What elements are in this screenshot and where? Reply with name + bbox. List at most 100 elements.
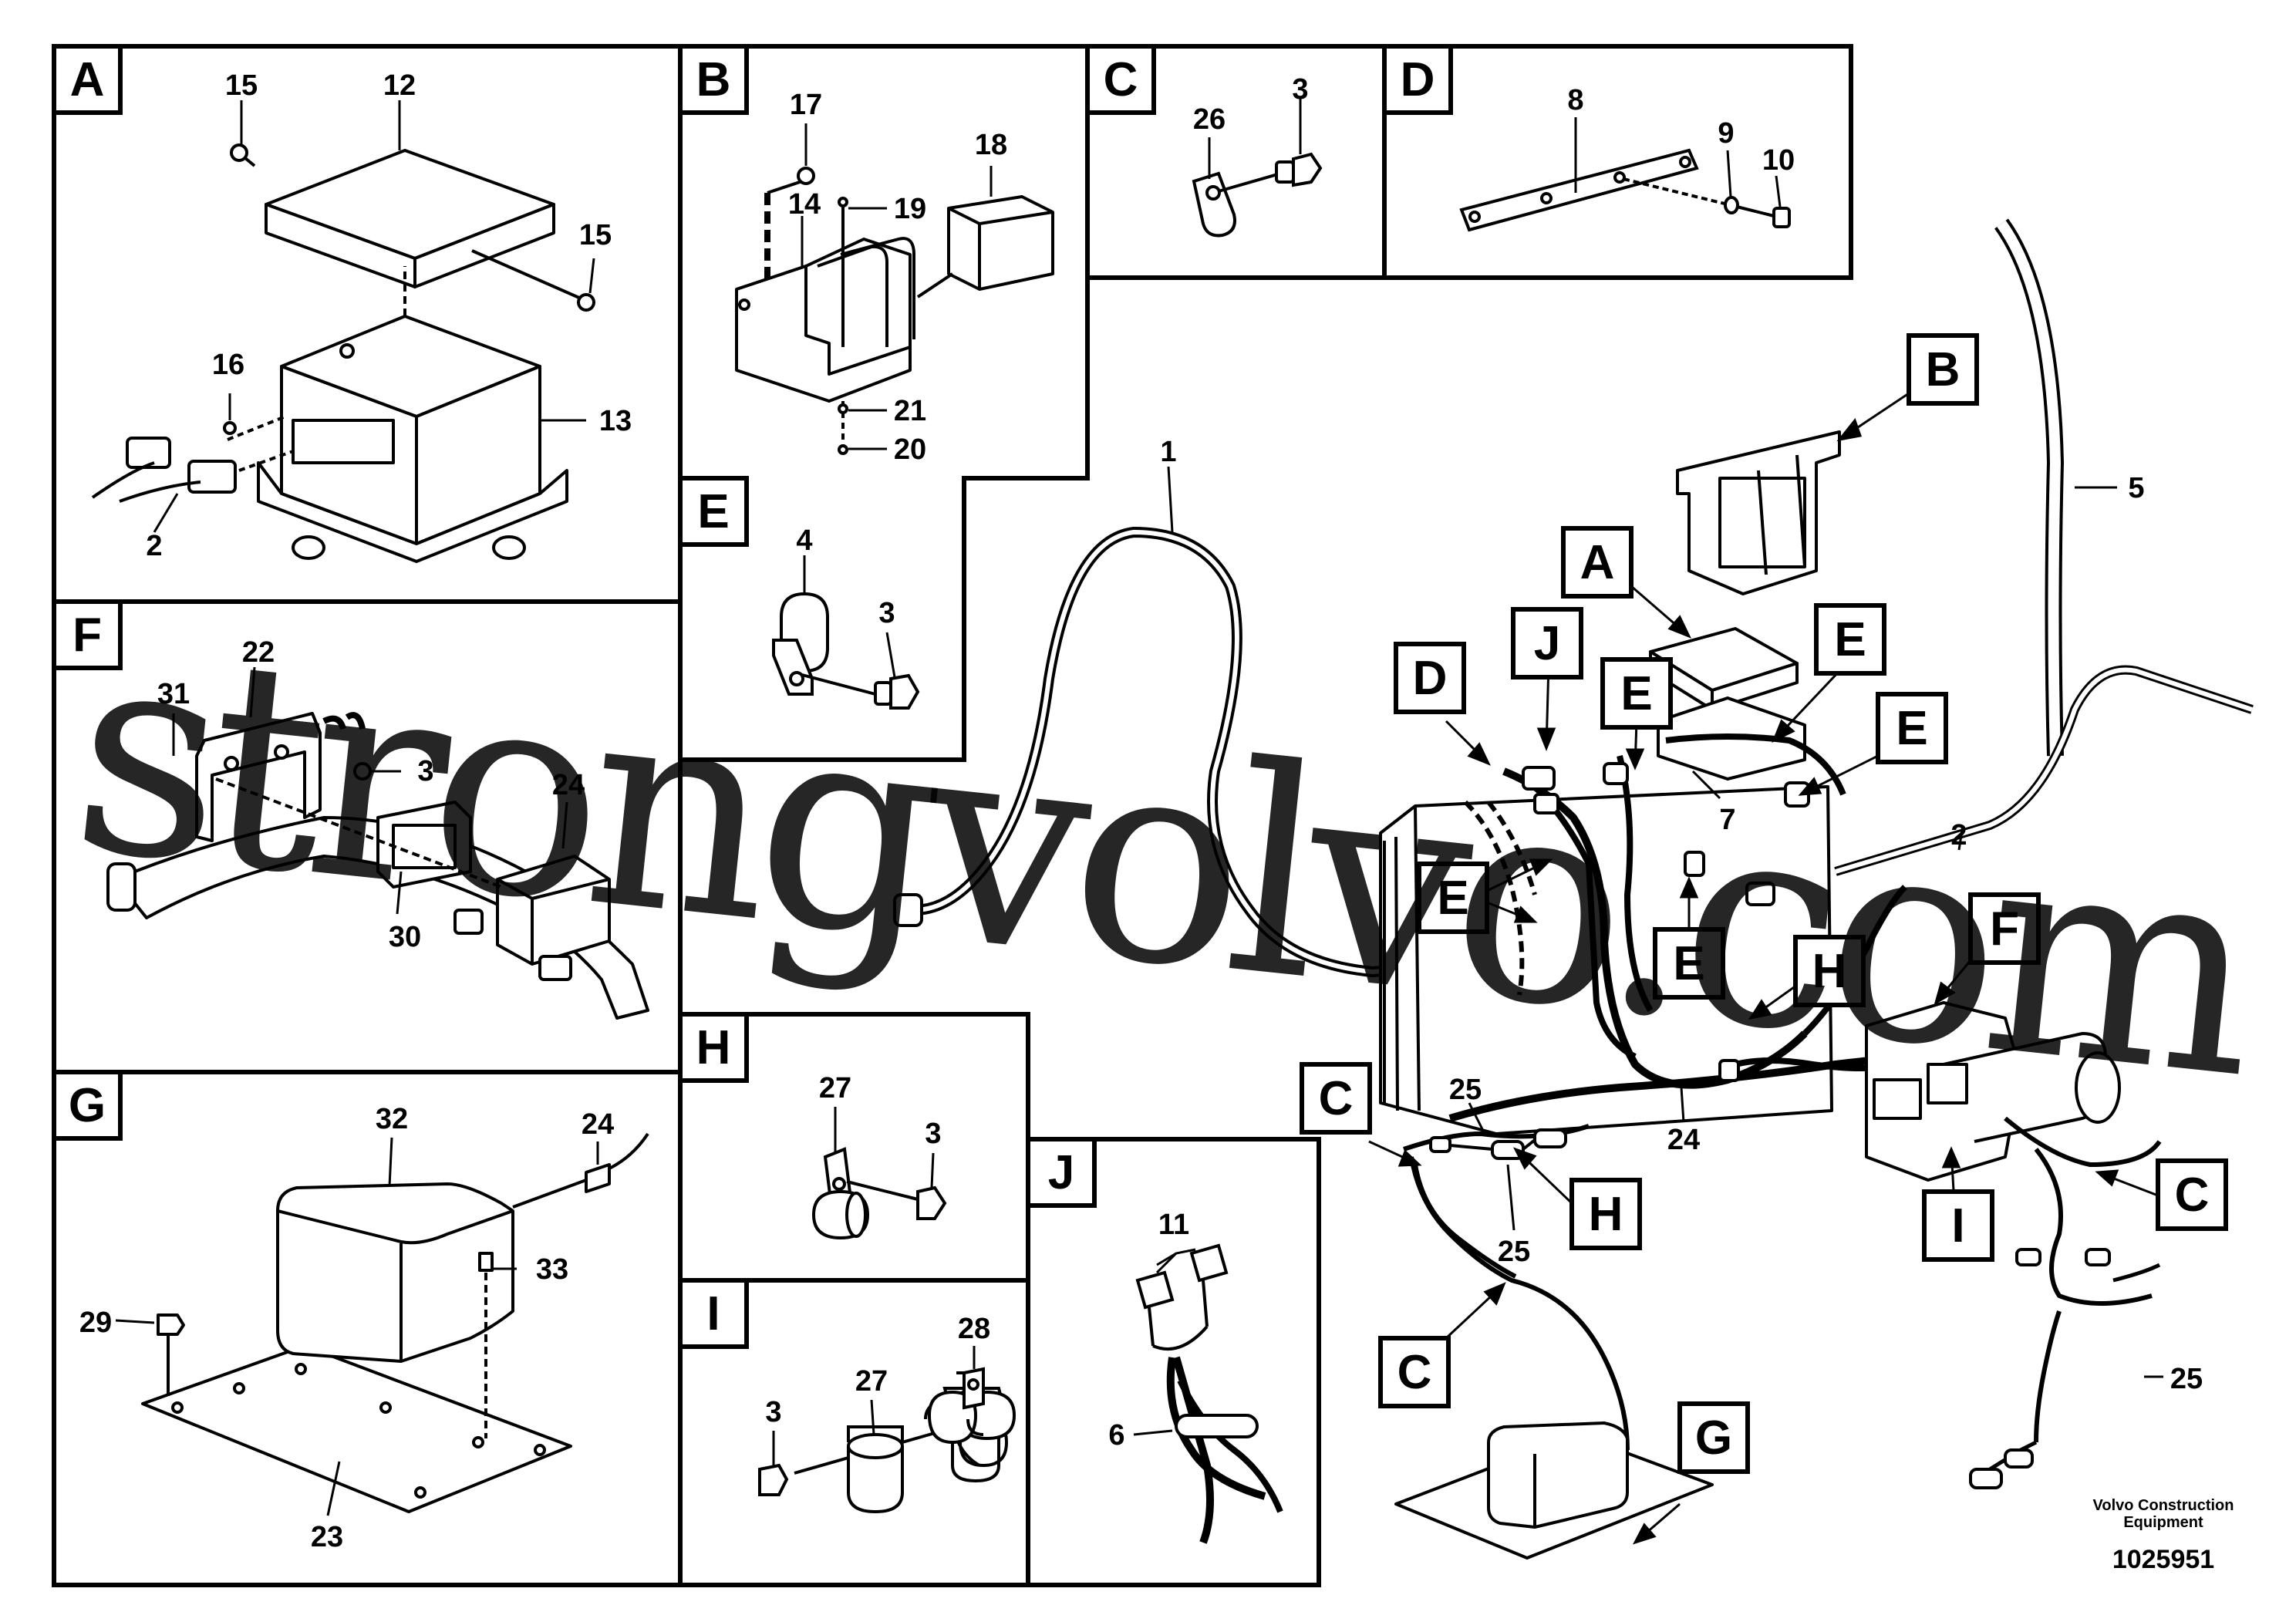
svg-text:J: J [1048, 1146, 1074, 1199]
callout: 30 [389, 921, 421, 953]
panel-f-drawing [106, 712, 649, 1020]
main-tag-e5: E [1653, 927, 1725, 1000]
main-tag-c1: C [1300, 1062, 1372, 1135]
svg-text:E: E [1673, 937, 1704, 990]
main-tag-i: I [1922, 1189, 1994, 1262]
main-tag-b: B [1907, 333, 1979, 406]
callout: 19 [894, 193, 926, 225]
callout: 1 [1160, 436, 1176, 468]
callout: 12 [383, 69, 416, 102]
callout: 26 [1193, 103, 1226, 136]
callout: 25 [2170, 1363, 2203, 1395]
svg-text:G: G [1695, 1411, 1732, 1465]
svg-text:B: B [1926, 343, 1961, 396]
main-tag-f: F [1968, 892, 2041, 965]
panel-g-callouts: 32 24 33 29 23 [79, 1103, 614, 1553]
panel-e-leaders [803, 555, 896, 678]
panel-j-drawing [1135, 1243, 1283, 1544]
svg-text:H: H [1589, 1188, 1623, 1241]
panel-i-label: I [678, 1278, 749, 1349]
callout: 3 [878, 597, 895, 629]
callout: 3 [765, 1396, 781, 1428]
callout: 22 [242, 636, 275, 669]
callout: 31 [157, 678, 190, 710]
main-tag-g: G [1677, 1401, 1750, 1474]
panel-i-callouts: 28 27 3 [765, 1313, 990, 1428]
main-tag-c3: C [2156, 1158, 2228, 1231]
main-tag-c2: C [1378, 1336, 1451, 1408]
callout: 23 [311, 1521, 343, 1553]
panel-a-label: A [52, 44, 123, 115]
panel-a-leaders [153, 100, 595, 533]
callout: 13 [599, 405, 632, 437]
svg-text:C: C [2175, 1168, 2210, 1222]
svg-text:A: A [1580, 536, 1615, 589]
callout: 9 [1718, 117, 1734, 150]
callout: 27 [855, 1365, 888, 1398]
svg-text:E: E [1896, 702, 1927, 755]
svg-text:J: J [1534, 617, 1560, 670]
panel-j-callouts: 11 6 [1108, 1209, 1189, 1452]
panel-c-callouts: 26 3 [1193, 73, 1309, 136]
panel-b-callouts: 17 18 14 19 21 20 [788, 89, 1007, 466]
panel-b-leaders [801, 123, 993, 450]
bolt-icon [577, 293, 595, 312]
panel-h-drawing [811, 1147, 947, 1240]
main-tag-e1: E [1600, 657, 1673, 730]
bolt-icon [797, 167, 815, 185]
svg-text:H: H [1812, 945, 1847, 998]
panel-g-drawing [141, 1132, 649, 1513]
callout: 3 [417, 755, 433, 787]
panel-j-label: J [1026, 1137, 1097, 1208]
panel-c-label: C [1085, 44, 1156, 115]
panel-g-label: G [52, 1070, 123, 1141]
callout: 25 [1449, 1074, 1482, 1106]
callout: 21 [894, 395, 926, 427]
svg-text:D: D [1413, 652, 1448, 705]
svg-text:E: E [1437, 872, 1468, 925]
svg-text:E: E [697, 485, 729, 538]
main-tag-h2: H [1569, 1178, 1642, 1250]
bolt-icon [230, 143, 248, 162]
callout: 11 [1158, 1209, 1189, 1241]
svg-text:C: C [1319, 1072, 1354, 1125]
callout: 15 [579, 219, 612, 251]
main-tag-e2: E [1814, 603, 1886, 676]
panel-d-callouts: 8 9 10 [1567, 84, 1795, 177]
panel-a-drawing [91, 143, 595, 563]
main-tag-d: D [1394, 642, 1466, 714]
callout: 10 [1762, 144, 1795, 177]
main-tag-j: J [1511, 607, 1583, 679]
callout: 17 [790, 89, 822, 121]
panel-j-leaders [1133, 1248, 1196, 1436]
panel-f-callouts: 22 31 3 24 30 [157, 636, 585, 953]
callout: 28 [958, 1313, 990, 1345]
credit-line-2: Equipment [2123, 1514, 2203, 1531]
svg-text:I: I [706, 1287, 720, 1340]
svg-text:strongvolvo.com: strongvolvo.com [61, 583, 2274, 1142]
callout: 24 [1667, 1124, 1700, 1156]
callout: 6 [1108, 1419, 1124, 1452]
panel-c-drawing [1192, 152, 1323, 238]
svg-text:I: I [1951, 1199, 1964, 1253]
drawing-number: 1025951 [2112, 1545, 2214, 1574]
callout: 15 [225, 69, 258, 102]
callout: 16 [212, 349, 244, 381]
main-assembly-drawing [893, 218, 2254, 1560]
svg-text:C: C [1104, 53, 1138, 106]
panel-f-label: F [52, 599, 123, 670]
main-tag-a: A [1561, 526, 1633, 599]
callout: 2 [1950, 819, 1967, 851]
callout: 24 [552, 769, 585, 801]
panel-a-callouts: 15 12 15 16 13 2 [146, 69, 632, 562]
panel-d-label: D [1382, 44, 1453, 115]
callout: 8 [1567, 84, 1583, 116]
svg-text:B: B [696, 53, 731, 106]
panel-b-label: B [678, 44, 749, 115]
detail-tag-arrows [1368, 392, 2159, 1545]
panel-f-leaders [172, 666, 568, 915]
svg-text:G: G [69, 1079, 106, 1132]
panel-d-drawing [1459, 148, 1791, 232]
panel-i-leaders [772, 1346, 976, 1465]
